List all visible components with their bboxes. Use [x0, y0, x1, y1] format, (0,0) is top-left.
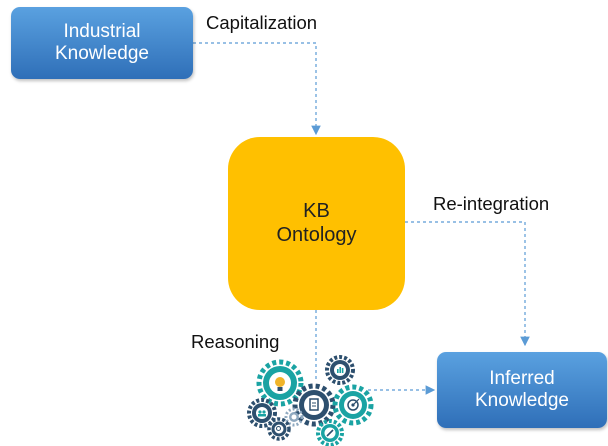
chart-gear-icon — [325, 355, 355, 385]
pencil-gear-icon — [316, 419, 344, 446]
industrial-knowledge-node: Industrial Knowledge — [11, 7, 193, 79]
reintegration-connector — [405, 221, 530, 347]
reintegration-label: Re-integration — [433, 193, 550, 214]
people-gear-icon — [247, 398, 277, 428]
capitalization-connector — [193, 42, 321, 136]
lightbulb-gear-icon — [256, 359, 304, 407]
industrial-knowledge-line1: Industrial — [63, 20, 141, 42]
capitalization-label: Capitalization — [206, 12, 318, 33]
magnifier-gear-icon — [267, 417, 291, 441]
kb-ontology-node: KB Ontology — [228, 137, 405, 310]
kb-line2: Ontology — [276, 223, 357, 246]
target-gear-icon — [332, 384, 374, 426]
reasoning-label: Reasoning — [191, 331, 280, 352]
inferred-knowledge-node: Inferred Knowledge — [437, 352, 607, 428]
industrial-knowledge-line2: Knowledge — [54, 43, 150, 64]
small-gear-icon — [284, 407, 304, 427]
inferred-knowledge-line2: Knowledge — [474, 390, 570, 411]
inferred-knowledge-line1: Inferred — [489, 367, 555, 389]
kb-line1: KB — [303, 199, 330, 222]
